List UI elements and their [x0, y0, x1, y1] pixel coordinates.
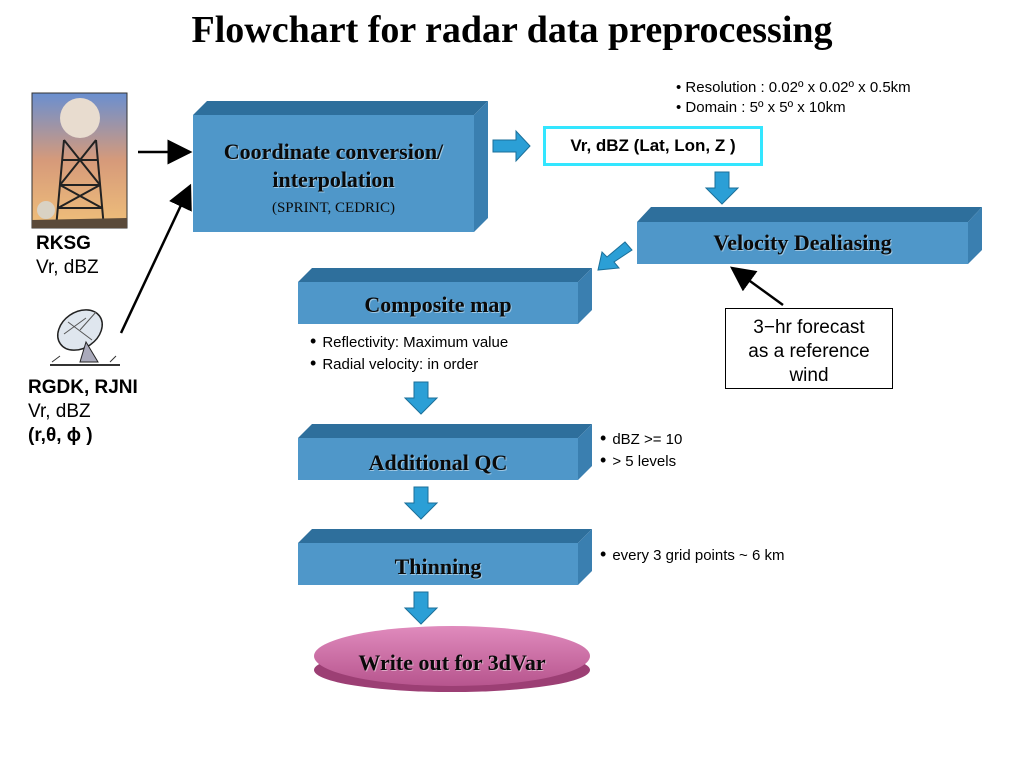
write-out-label: Write out for 3dVar — [358, 650, 546, 675]
composite-map-box — [298, 268, 592, 324]
forecast-arrow — [729, 266, 784, 307]
block-arrow-down-3 — [403, 486, 439, 520]
block-arrow-down-4 — [403, 591, 439, 625]
velocity-dealiasing-label: Velocity Dealiasing — [713, 230, 892, 255]
composite-note-0: •Reflectivity: Maximum value — [310, 331, 509, 351]
coord-line1: Coordinate conversion/ — [223, 139, 444, 164]
grid-note-resolution: • Resolution : 0.02º x 0.02º x 0.5km — [676, 79, 911, 96]
rksg-name: RKSG — [36, 233, 91, 254]
block-arrow-down-1 — [704, 171, 740, 205]
output-vr-dbz-box: Vr, dBZ (Lat, Lon, Z ) — [543, 126, 763, 166]
rgdk-input-arrow — [119, 183, 192, 334]
thinning-box — [298, 529, 592, 585]
coord-sub: (SPRINT, CEDRIC) — [271, 200, 396, 216]
rgdk-label: RGDK, RJNI Vr, dBZ (r,θ, ϕ ) — [28, 376, 138, 448]
block-arrow-right — [492, 129, 531, 163]
coordinate-conversion-label: Coordinate conversion/ interpolation (SP… — [193, 138, 474, 222]
composite-note-1: •Radial velocity: in order — [310, 353, 479, 373]
additional-qc-box — [298, 424, 592, 480]
forecast-line1: 3−hr forecast — [753, 317, 865, 338]
rgdk-name: RGDK, RJNI — [28, 377, 138, 398]
velocity-dealiasing-box — [637, 207, 982, 264]
coord-line2: interpolation — [272, 167, 395, 192]
block-arrow-diagonal — [597, 241, 633, 271]
thin-notes: •every 3 grid points ~ 6 km — [600, 544, 784, 566]
write-out-ellipse — [314, 626, 590, 692]
grid-notes: • Resolution : 0.02º x 0.02º x 0.5km • D… — [676, 78, 911, 118]
rgdk-vars: Vr, dBZ — [28, 401, 91, 422]
satellite-dish-icon — [50, 309, 120, 366]
thin-note-0: •every 3 grid points ~ 6 km — [600, 544, 785, 564]
rgdk-coords: (r,θ, ϕ ) — [28, 425, 93, 446]
qc-note-0: •dBZ >= 10 — [600, 428, 683, 448]
qc-note-1: •> 5 levels — [600, 450, 677, 470]
rksg-vars: Vr, dBZ — [36, 257, 99, 278]
composite-notes: •Reflectivity: Maximum value •Radial vel… — [310, 331, 508, 375]
block-arrow-down-2 — [403, 381, 439, 415]
grid-note-domain: • Domain : 5º x 5º x 10km — [676, 99, 846, 116]
composite-map-label: Composite map — [364, 292, 512, 317]
additional-qc-label: Additional QC — [368, 450, 508, 475]
radar-tower-image — [31, 92, 128, 229]
qc-notes: •dBZ >= 10 •> 5 levels — [600, 428, 682, 472]
coordinate-conversion-box — [193, 101, 488, 232]
rksg-label: RKSG Vr, dBZ — [36, 232, 99, 280]
thinning-label: Thinning — [394, 554, 482, 579]
page-title: Flowchart for radar data preprocessing — [191, 9, 833, 51]
forecast-line3: wind — [789, 365, 829, 386]
forecast-line2: as a reference — [748, 341, 870, 362]
forecast-reference-box: 3−hr forecast as a reference wind — [725, 308, 893, 389]
